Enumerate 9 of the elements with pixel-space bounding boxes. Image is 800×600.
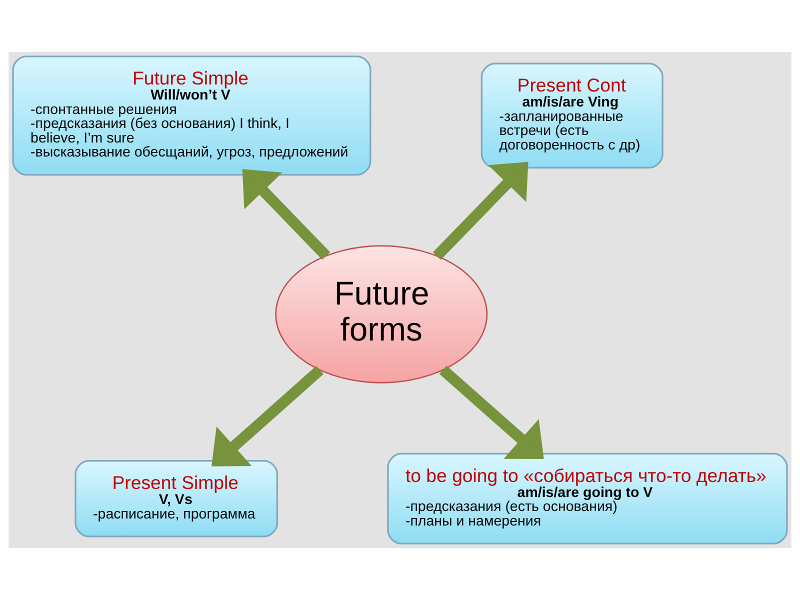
node-box: to be going to «собираться что-то делать» am/is/are going to V -предсказания (есть основания) -планы и намерения [387,452,788,544]
node-box: Present Cont am/is/are Ving -запланированные встречи (есть договоренность с др) [480,62,664,168]
node-box: Present Simple V, Vs -расписание, программа [74,460,278,538]
node-ellipse: Future forms [275,245,488,384]
arrow [212,366,324,466]
arrow [242,169,330,260]
arrow [439,366,544,460]
node-box: Future Simple Will/won’t V -спонтанные решения -предсказания (без основания) I think, I believe, I’m sure -высказывание обесщаний, угроз, предложений [12,56,372,176]
arrow [432,162,528,260]
